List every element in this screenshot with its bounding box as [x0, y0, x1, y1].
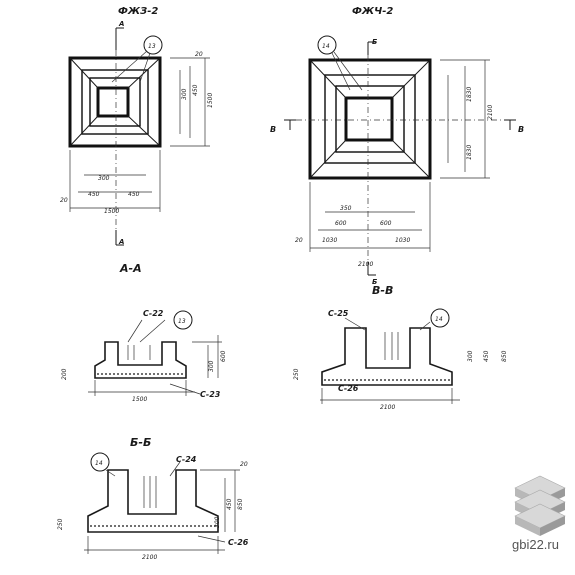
dim-20-h: 20: [60, 197, 68, 204]
dim-1830-v: 1830: [466, 87, 473, 102]
dim-bb-450: 450: [226, 498, 233, 510]
plan-fzh3: [68, 27, 210, 246]
dim-20-a: 20: [195, 51, 203, 58]
sec-a-top: А: [118, 20, 124, 28]
dim-600-h2: 600: [380, 220, 392, 227]
dim-2100-v: 2100: [487, 105, 494, 120]
marker-14-plan: [317, 35, 337, 55]
title-fzh3: ФЖЗ-2: [118, 6, 158, 17]
rebar-c22: С-22: [143, 309, 164, 318]
dim-bb-250: 250: [57, 518, 64, 530]
dim-aa-1500: 1500: [132, 396, 147, 403]
marker-13-aa-text: 13: [178, 318, 186, 325]
sec-a-bottom: А: [118, 238, 124, 246]
section-bb: [84, 461, 240, 554]
rebar-c26-bb: С-26: [228, 538, 249, 547]
site-logo-icon: [514, 475, 566, 536]
marker-13-aa: [173, 310, 193, 330]
marker-14-bb-text: 14: [95, 460, 103, 467]
dim-aa-300: 300: [208, 360, 215, 372]
marker-14-bb: [90, 452, 110, 472]
rebar-c25: С-25: [328, 309, 349, 318]
marker-13-plan-text: 13: [148, 43, 156, 50]
dim-450-v: 450: [192, 84, 199, 96]
title-aa: А-А: [119, 262, 142, 275]
dim-aa-200: 200: [61, 368, 68, 380]
rebar-c26-vv: С-26: [338, 384, 359, 393]
dim-300-v: 300: [181, 88, 188, 100]
dim-20-h2: 20: [295, 237, 303, 244]
rebar-c24: С-24: [176, 455, 197, 464]
dim-1030-h1: 1030: [322, 237, 337, 244]
dim-bb-2100: 2100: [142, 554, 157, 561]
dim-vv-300: 300: [467, 350, 474, 362]
marker-14-plan-text: 14: [322, 43, 330, 50]
dim-450-h2: 450: [128, 191, 140, 198]
title-bb: Б-Б: [130, 436, 151, 449]
section-aa: [88, 319, 222, 396]
title-fzh4: ФЖЧ-2: [352, 6, 393, 17]
watermark-text: gbi22.ru: [512, 537, 559, 552]
dim-vv-2100: 2100: [380, 404, 395, 411]
marker-14-vv-text: 14: [435, 316, 443, 323]
dim-aa-600: 600: [220, 350, 227, 362]
sec-b-bottom: Б: [372, 278, 377, 286]
dim-600-h: 600: [335, 220, 347, 227]
sec-v-right: В: [518, 125, 524, 134]
dim-vv-850: 850: [501, 350, 508, 362]
dim-1830-v2: 1830: [466, 145, 473, 160]
sec-v-left: В: [270, 125, 276, 134]
dim-350-h: 350: [340, 205, 352, 212]
dim-450-h1: 450: [88, 191, 100, 198]
dim-bb-20: 20: [240, 461, 248, 468]
plan-fzh4: [284, 41, 516, 276]
marker-14-vv: [430, 308, 450, 328]
title-vv: В-В: [372, 284, 393, 297]
rebar-c23: С-23: [200, 390, 221, 399]
dim-1500-v: 1500: [207, 93, 214, 108]
dim-300-h: 300: [98, 175, 110, 182]
dim-1030-h2: 1030: [395, 237, 410, 244]
dim-1500-h: 1500: [104, 208, 119, 215]
dim-vv-450: 450: [483, 350, 490, 362]
marker-13-plan: [143, 35, 163, 55]
dim-2100-h: 2100: [358, 261, 373, 268]
dim-vv-250: 250: [293, 368, 300, 380]
dim-bb-300: 300: [214, 516, 221, 528]
sec-b-top: Б: [372, 38, 377, 46]
section-vv: [320, 317, 460, 404]
dim-bb-850: 850: [237, 498, 244, 510]
